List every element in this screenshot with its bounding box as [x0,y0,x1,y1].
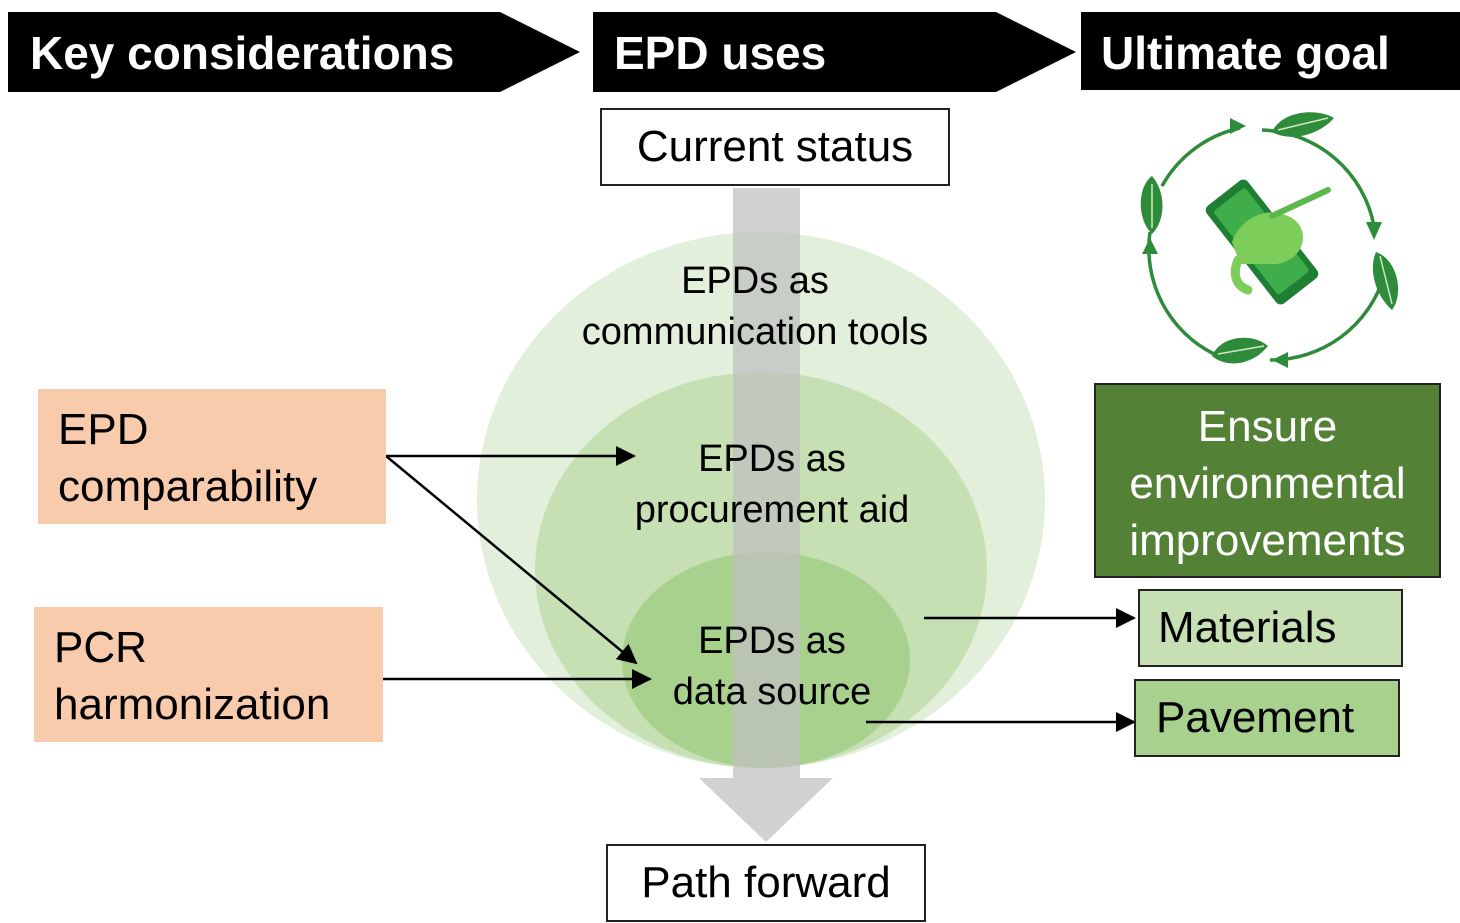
middle-circle-label-line1: EPDs as [698,438,846,480]
ultimate-goal-box: Ensure environmental improvements [1094,383,1441,578]
header-ultimate-goal: Ultimate goal [1101,27,1390,79]
goal-line2: environmental [1129,458,1406,508]
epd-comparability-line2: comparability [58,462,318,512]
outer-circle-label: EPDs as communication tools [540,256,970,357]
pavement-box: Pavement [1134,679,1400,757]
epd-comparability-box: EPD comparability [38,389,386,524]
inner-circle-label: EPDs as data source [622,616,922,717]
header-epd-uses: EPD uses [614,27,827,79]
arrow-epd-to-data-source [385,455,638,665]
header-key-considerations: Key considerations [30,27,455,79]
recycle-leaves-hand-icon [1140,112,1399,368]
path-forward-box: Path forward [606,844,926,922]
current-status-box: Current status [600,108,950,186]
header-chevron-epd-uses [593,12,1076,92]
flow-arrow [699,188,833,842]
pcr-harmonization-line2: harmonization [54,680,331,730]
outer-circle-label-line2: communication tools [581,310,929,353]
materials-box: Materials [1138,589,1403,667]
header-box-ultimate-goal [1081,12,1460,90]
middle-circle-label-line2: procurement aid [634,488,910,531]
goal-line1: Ensure [1197,402,1338,451]
middle-circle-label: EPDs as procurement aid [582,434,962,535]
pavement-label: Pavement [1156,693,1355,742]
pcr-harmonization-line1: PCR [54,623,147,672]
epd-comparability-line1: EPD [58,405,149,454]
path-forward-label: Path forward [641,858,891,908]
pcr-harmonization-box: PCR harmonization [34,607,383,742]
inner-circle-label-line2: data source [672,670,872,713]
outer-circle-label-line1: EPDs as [681,260,829,302]
current-status-label: Current status [636,122,914,172]
header-chevron-key-considerations [8,12,580,92]
materials-label: Materials [1158,603,1337,652]
goal-line3: improvements [1129,515,1406,565]
inner-circle-label-line1: EPDs as [698,620,846,662]
